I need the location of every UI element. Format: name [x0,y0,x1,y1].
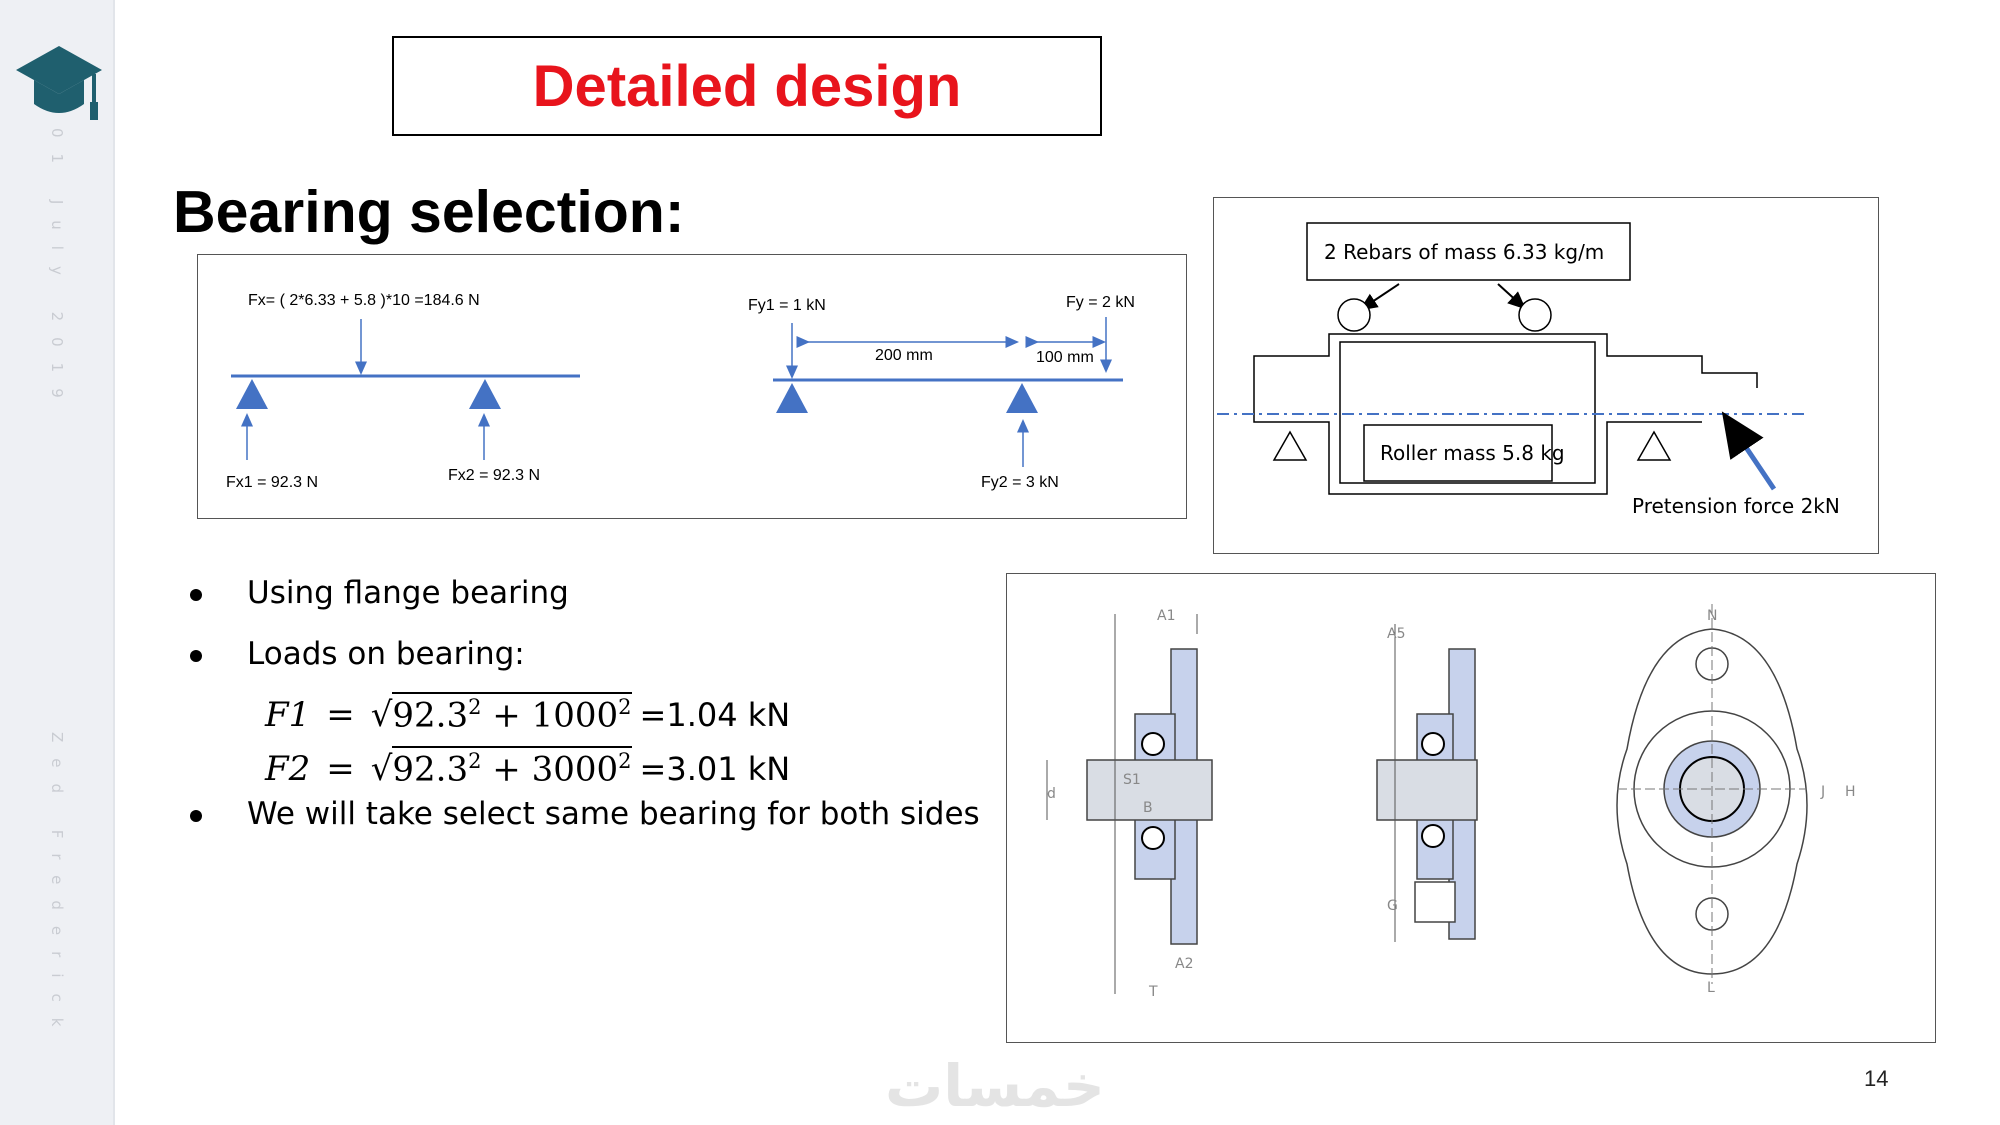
dim-l: L [1707,980,1715,996]
equation-f1: F1 = √ 92.32 + 10002 =1.04 kN [265,692,790,735]
y-fy-label: Fy = 2 kN [1066,294,1135,311]
ball-2-bottom [1421,824,1445,848]
roller-label-box [1363,424,1553,482]
sidebar-date: 01 July 2019 [48,128,66,414]
shaft-2 [1376,759,1478,821]
side-view-1: A1 d S1 B A2 T [1046,608,1213,1000]
x-support-left [236,379,268,409]
y-span-label: 200 mm [875,347,933,364]
equation-lhs: F1 [265,695,311,736]
plus-sign: + [492,695,521,736]
pretension-arrow [1721,411,1777,491]
flange-bearing-drawing: A1 d S1 B A2 T A5 G [1006,573,1936,1043]
rebar-arrow-left [1359,283,1400,311]
x-right-reaction-label: Fx2 = 92.3 N [448,467,540,484]
shaft-outline-bottom [1253,388,1702,495]
sidebar: 01 July 2019 Zed Frederick [0,0,115,1125]
y-axis-diagram: Fy1 = 1 kN Fy = 2 kN Fy2 = 3 kN 200 mm 1… [748,294,1135,491]
y-fy2-label: Fy2 = 3 kN [981,474,1059,491]
equation-lhs: F2 [265,749,311,790]
section-heading: Bearing selection: [173,179,685,245]
dim-j: J [1820,784,1825,800]
side-view-2: A5 G [1376,624,1478,942]
dim-d: d [1047,786,1056,802]
radicand: 92.32 + 30002 [392,746,632,790]
x-support-right [469,379,501,409]
roller-label: Roller mass 5.8 kg [1380,441,1565,465]
rebars-label: 2 Rebars of mass 6.33 kg/m [1324,240,1604,264]
equation-f2: F2 = √ 92.32 + 30002 =3.01 kN [265,746,790,789]
bullet-dot [190,589,202,601]
term-exponent: 2 [618,695,632,719]
support-right [1636,430,1672,461]
x-left-reaction-label: Fx1 = 92.3 N [226,474,318,491]
dim-a5: A5 [1387,626,1405,642]
roller-body [1339,341,1596,484]
dim-a1: A1 [1157,608,1175,624]
x-load-label: Fx= ( 2*6.33 + 5.8 )*10 =184.6 N [248,292,480,309]
x-axis-diagram: Fx= ( 2*6.33 + 5.8 )*10 =184.6 N Fx1 = 9… [226,292,580,491]
equation-equals: = [326,695,355,736]
page-number: 14 [1864,1066,1889,1091]
bullet-dot [190,810,202,822]
term-exponent: 2 [468,749,482,773]
front-view: N J H L [1616,604,1856,996]
bolt-2 [1414,881,1456,923]
rebar-arrow-right [1497,283,1526,310]
rebar-left [1337,298,1371,332]
radicand: 92.32 + 10002 [392,692,632,736]
pretension-label: Pretension force 2kN [1632,494,1840,518]
dim-n: N [1707,608,1717,624]
equation-equals: = [326,749,355,790]
y-overhang-label: 100 mm [1036,349,1094,366]
ball-2-top [1421,732,1445,756]
bullet-text: Loads on bearing: [247,636,525,672]
term-base: 92.3 [392,695,469,736]
term-exponent: 2 [468,695,482,719]
plus-sign: + [492,749,521,790]
free-body-diagrams: Fx= ( 2*6.33 + 5.8 )*10 =184.6 N Fx1 = 9… [197,254,1187,519]
dim-h: H [1845,784,1856,800]
term-base: 3000 [531,749,619,790]
shaft-outline-top [1253,333,1758,388]
bullet-text: We will take select same bearing for bot… [247,796,980,832]
term-exponent: 2 [618,749,632,773]
ball-1-bottom [1141,826,1165,850]
roller-diagram: 2 Rebars of mass 6.33 kg/m Roller mass 5… [1213,197,1879,554]
sidebar-author: Zed Frederick [48,732,66,1043]
y-fy1-label: Fy1 = 1 kN [748,297,826,314]
rebar-right [1518,298,1552,332]
rebars-label-box [1306,222,1631,281]
y-support-right [1006,383,1038,413]
dim-t: T [1148,984,1158,1000]
equation-result: =3.01 kN [639,750,791,789]
y-support-left [776,383,808,413]
slide-title: Detailed design [532,53,962,119]
bullet-dot [190,650,202,662]
ball-1-top [1141,732,1165,756]
term-base: 92.3 [392,749,469,790]
dim-g: G [1387,898,1398,914]
shaft-1 [1086,759,1213,821]
dim-a2: A2 [1175,956,1193,972]
support-left [1272,430,1308,461]
bullet-text: Using flange bearing [247,575,569,611]
sqrt-symbol: √ [370,695,393,736]
title-box: Detailed design [392,36,1102,136]
watermark: خمسات [885,1052,1105,1120]
equation-result: =1.04 kN [639,696,791,735]
graduation-cap-icon [16,46,102,120]
sqrt-symbol: √ [370,749,393,790]
term-base: 1000 [531,695,619,736]
dim-s1: S1 [1123,772,1141,788]
dim-b: B [1143,800,1153,816]
